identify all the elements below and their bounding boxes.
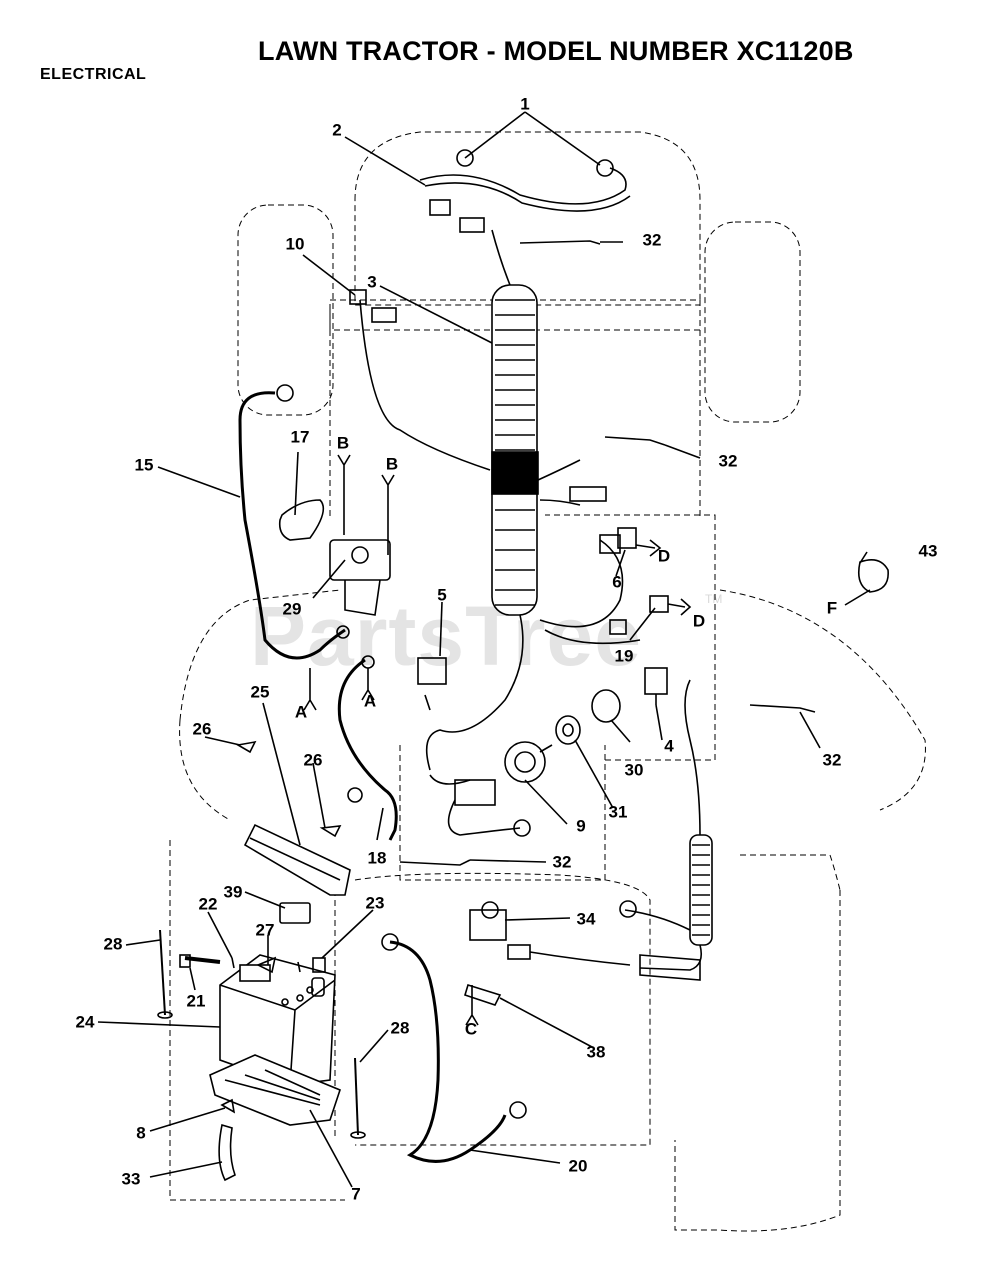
callout-30: 30 <box>624 760 644 780</box>
callout-27: 27 <box>255 920 275 940</box>
callout-18: 18 <box>367 848 387 868</box>
callout-8: 8 <box>136 1123 146 1143</box>
callout-23: 23 <box>365 893 385 913</box>
diagram-title: LAWN TRACTOR - MODEL NUMBER XC1120B <box>258 36 854 66</box>
callout-1: 1 <box>520 94 530 114</box>
callout-B-1: B <box>336 433 350 453</box>
callout-D-1: D <box>657 546 671 566</box>
callout-5: 5 <box>437 585 447 605</box>
watermark-trademark: TM <box>705 592 723 606</box>
callout-31: 31 <box>608 802 628 822</box>
callout-9: 9 <box>576 816 586 836</box>
callout-26-b: 26 <box>303 750 323 770</box>
callout-6: 6 <box>612 572 622 592</box>
callout-4: 4 <box>664 736 674 756</box>
section-label: ELECTRICAL <box>40 66 147 83</box>
components <box>157 149 889 1182</box>
callout-19: 19 <box>614 646 634 666</box>
callout-3: 3 <box>367 272 377 292</box>
callout-28-b: 28 <box>390 1018 410 1038</box>
tractor-outline <box>169 131 926 1232</box>
callout-F: F <box>826 598 838 618</box>
callout-32-c: 32 <box>822 750 842 770</box>
callout-22: 22 <box>198 894 218 914</box>
callout-2: 2 <box>332 120 342 140</box>
callout-7: 7 <box>351 1184 361 1204</box>
callout-39: 39 <box>223 882 243 902</box>
callout-21: 21 <box>186 991 206 1011</box>
callout-26-a: 26 <box>192 719 212 739</box>
callout-B-2: B <box>385 454 399 474</box>
callout-C: C <box>464 1019 478 1039</box>
callout-32-d: 32 <box>552 852 572 872</box>
callout-25: 25 <box>250 682 270 702</box>
callout-20: 20 <box>568 1156 588 1176</box>
callout-43: 43 <box>918 541 938 561</box>
callout-34: 34 <box>576 909 596 929</box>
leader-lines <box>97 111 871 1188</box>
callout-29: 29 <box>282 599 302 619</box>
callout-38: 38 <box>586 1042 606 1062</box>
callout-A-2: A <box>363 691 377 711</box>
callout-15: 15 <box>134 455 154 475</box>
callout-10: 10 <box>285 234 305 254</box>
callout-33: 33 <box>121 1169 141 1189</box>
callout-32-a: 32 <box>642 230 662 250</box>
callout-24: 24 <box>75 1012 95 1032</box>
callout-32-b: 32 <box>718 451 738 471</box>
callout-D-2: D <box>692 611 706 631</box>
callout-A-1: A <box>294 702 308 722</box>
callout-17: 17 <box>290 427 310 447</box>
callout-28-a: 28 <box>103 934 123 954</box>
